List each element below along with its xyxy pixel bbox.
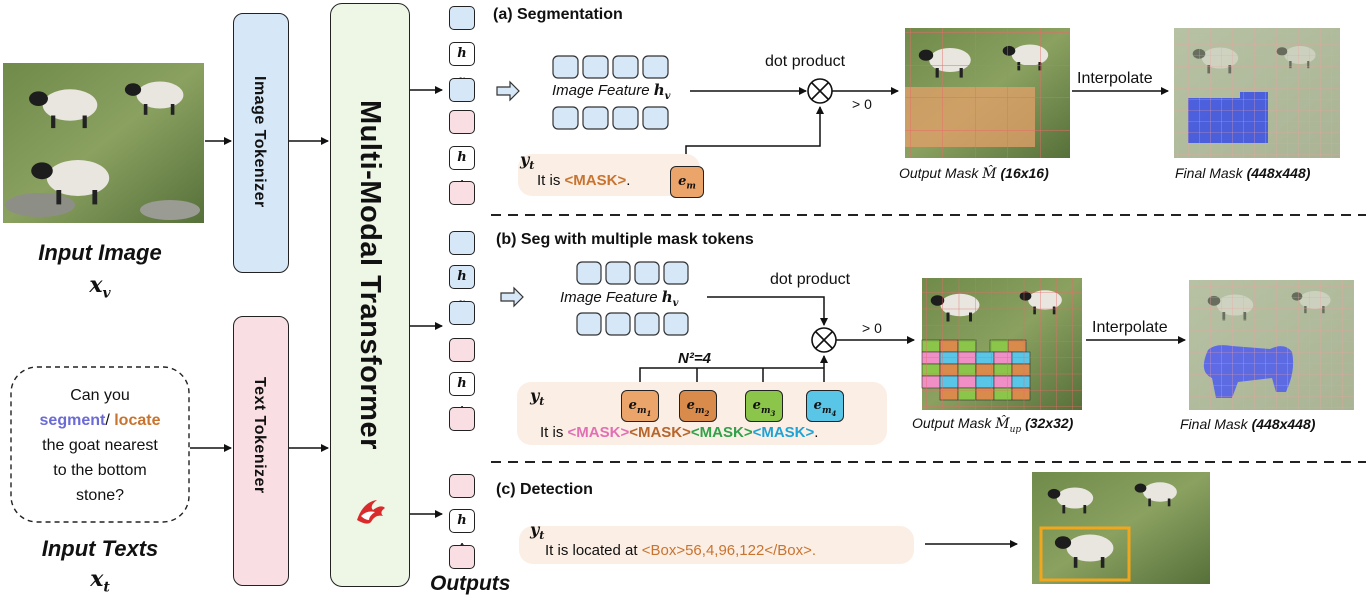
- yt-label-b: yt: [530, 386, 545, 409]
- text-tokenizer-box: Text Tokenizer: [233, 316, 289, 586]
- input-texts-variable: xt: [90, 566, 110, 596]
- output-text-bubble-a: [518, 154, 700, 196]
- final-mask-b: [1189, 280, 1354, 410]
- dot-product-label-b: dot product: [770, 271, 851, 288]
- output-text-a: It is <MASK>.: [537, 172, 631, 189]
- image-tokenizer-label: Image Tokenizer: [251, 76, 268, 208]
- output-token-ht: ht: [449, 509, 475, 553]
- prompt-line: Can you: [70, 387, 130, 404]
- output-token-text: [449, 338, 475, 362]
- prompt-text: Can you segment/ locate the goat nearest…: [11, 383, 189, 508]
- image-tokenizer-box: Image Tokenizer: [233, 13, 289, 273]
- mask-token-2: <MASK>: [629, 424, 691, 441]
- prompt-line: stone?: [75, 487, 125, 504]
- flame-logo-icon: [357, 500, 385, 524]
- detection-photo: [1032, 472, 1210, 584]
- section-c-title: (c) Detection: [496, 481, 593, 498]
- gt0-label-a: > 0: [852, 96, 872, 112]
- output-text-b: It is <MASK><MASK><MASK><MASK>.: [540, 424, 819, 441]
- input-photo: [3, 63, 204, 223]
- dot-product-label-a: dot product: [765, 53, 846, 70]
- n2-label: N²=4: [678, 350, 711, 367]
- feature-label-a: Image Feature hv: [552, 81, 671, 102]
- prompt-line: to the bottom: [53, 462, 147, 479]
- final-mask-label-b: Final Mask (448x448): [1180, 416, 1316, 432]
- input-image-variable: xv: [89, 272, 111, 302]
- output-token-image: [449, 301, 475, 325]
- yt-label-c: yt: [530, 520, 545, 543]
- mask-token-4: <MASK>: [752, 424, 815, 441]
- interpolate-label-b: Interpolate: [1092, 319, 1168, 336]
- segment-word: segment: [39, 412, 106, 429]
- output-token-text: [449, 407, 475, 431]
- output-token-image: [449, 6, 475, 30]
- output-token-image: [449, 78, 475, 102]
- output-token-text: [449, 181, 475, 205]
- em-token-m3: em3: [745, 390, 783, 422]
- output-token-text: [449, 110, 475, 134]
- text-tokenizer-label: Text Tokenizer: [251, 377, 268, 494]
- box-coordinates: <Box>56,4,96,122</Box>.: [641, 542, 817, 559]
- em-token-m1: em1: [621, 390, 659, 422]
- output-mask-label-a: Output Mask M̂ (16x16): [899, 165, 1049, 182]
- mask-token-3: <MASK>: [690, 424, 753, 441]
- output-token-image: [449, 231, 475, 255]
- em-token-a: em: [670, 166, 704, 198]
- mask-token-1: <MASK>: [567, 424, 630, 441]
- gt0-label-b: > 0: [862, 320, 882, 336]
- output-mask-a: [905, 28, 1070, 158]
- output-token-hv: hv: [449, 265, 475, 309]
- input-texts-label: Input Texts: [41, 536, 159, 561]
- output-mask-label-b: Output Mask M̂up (32x32): [912, 415, 1074, 435]
- feature-grid-a: [552, 55, 669, 130]
- output-mask-b: [921, 278, 1082, 410]
- yt-label-a: yt: [520, 150, 535, 173]
- output-token-ht: ht: [449, 146, 475, 190]
- section-a-title: (a) Segmentation: [493, 6, 623, 23]
- final-mask-label-a: Final Mask (448x448): [1175, 165, 1311, 181]
- em-token-m4: em4: [806, 390, 844, 422]
- output-text-c: It is located at <Box>56,4,96,122</Box>.: [545, 542, 817, 559]
- final-mask-a: [1174, 28, 1340, 158]
- multimodal-transformer-box: Multi-Modal Transformer: [330, 3, 410, 587]
- input-image-label: Input Image: [38, 240, 162, 265]
- em-token-m2: em2: [679, 390, 717, 422]
- interpolate-label-a: Interpolate: [1077, 70, 1153, 87]
- output-token-hv: hv: [449, 42, 475, 86]
- output-token-text: [449, 474, 475, 498]
- locate-word: locate: [114, 412, 161, 429]
- outputs-label: Outputs: [430, 572, 511, 595]
- feature-grid-b: [576, 261, 689, 336]
- output-token-ht: ht: [449, 372, 475, 416]
- feature-label-b: Image Feature hv: [560, 288, 679, 309]
- section-b-title: (b) Seg with multiple mask tokens: [496, 231, 754, 248]
- mask-token-a: <MASK>: [564, 172, 627, 189]
- prompt-line: segment/ locate: [39, 412, 161, 429]
- transformer-label: Multi-Modal Transformer: [354, 100, 386, 450]
- output-token-text: [449, 545, 475, 569]
- prompt-line: the goat nearest: [42, 437, 158, 454]
- output-text-bubble-c: [519, 526, 914, 564]
